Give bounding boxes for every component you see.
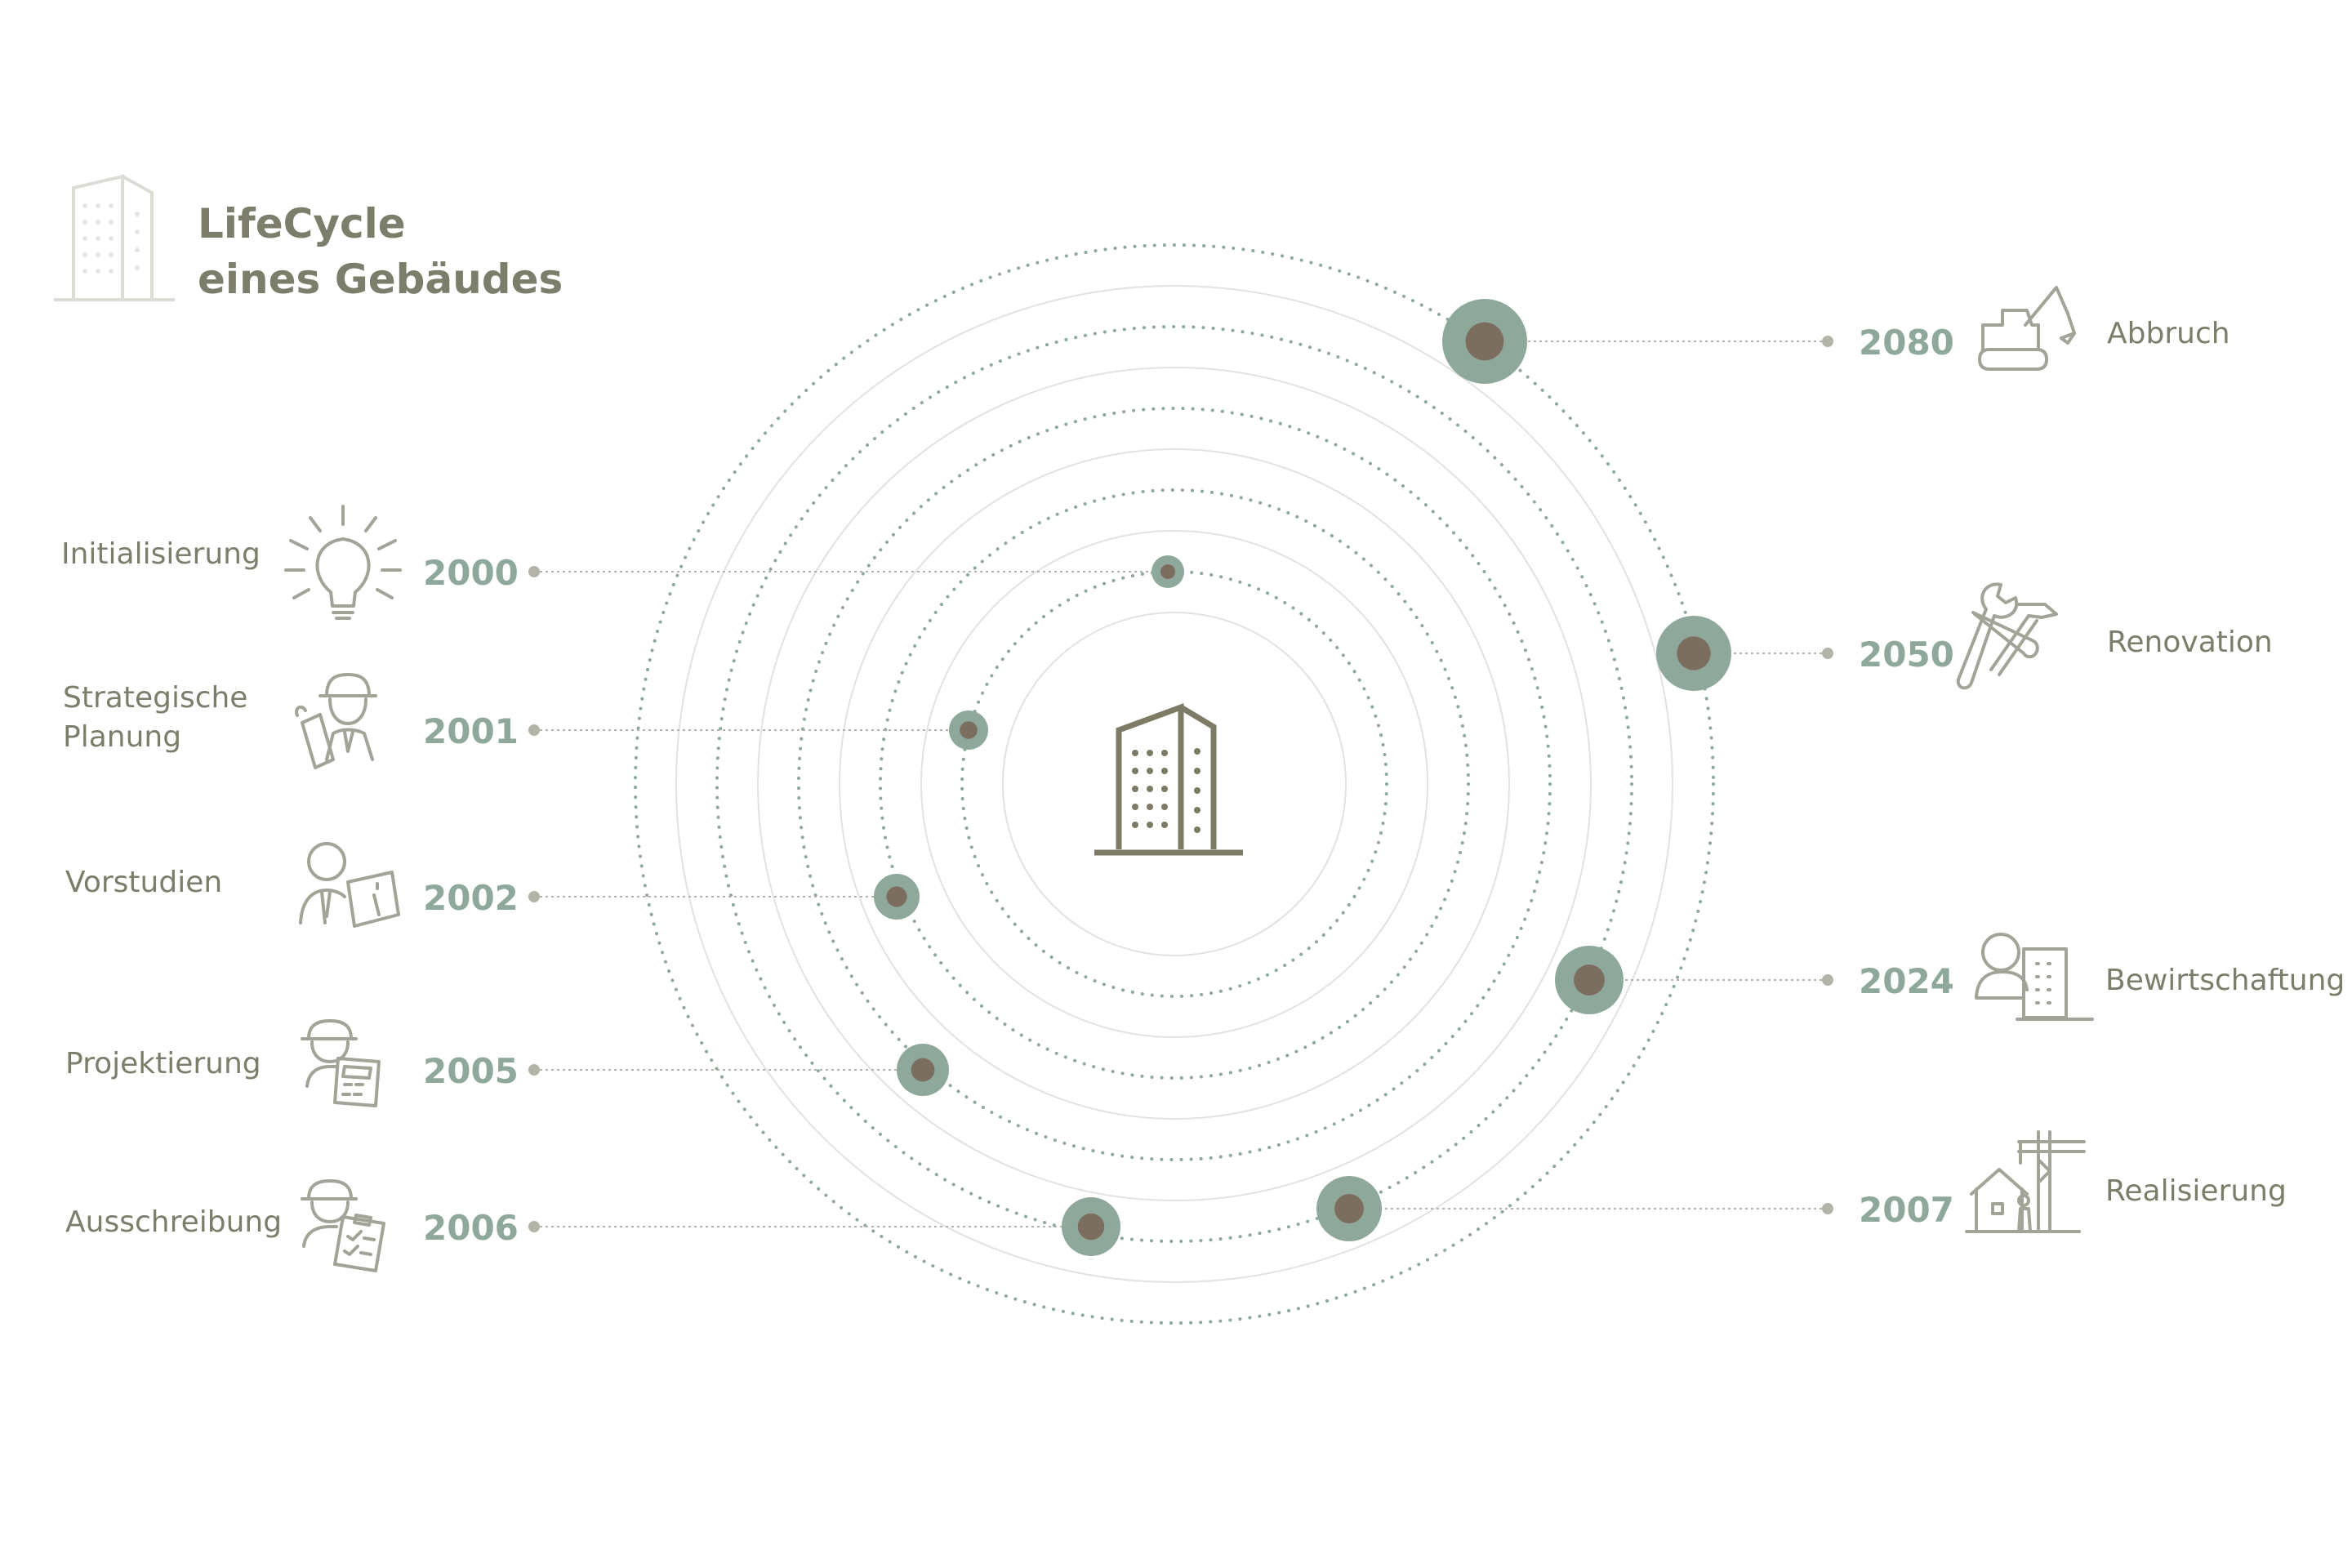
ring-dotted: [797, 407, 1552, 1161]
person-info-document-icon: [299, 842, 400, 928]
phase-year-initialisierung: 2000: [423, 553, 519, 593]
phase-label-strategische-planung-line-1: Strategische: [63, 681, 247, 715]
header-building-icon: [54, 174, 175, 301]
ring-solid: [1002, 612, 1347, 956]
leader-end-dot-abbruch: [1822, 336, 1833, 347]
excavator-icon: [1978, 286, 2076, 371]
wrench-hammer-icon: [1956, 582, 2058, 690]
phase-label-projektierung: Projektierung: [65, 1047, 261, 1080]
phase-marker-core-strategische-planung: [960, 721, 978, 739]
ring-solid: [757, 367, 1592, 1201]
leader-end-dot-initialisierung: [528, 566, 540, 577]
phase-year-bewirtschaftung: 2024: [1859, 961, 1954, 1001]
office-building-icon: [1094, 702, 1243, 856]
ring-solid: [920, 530, 1428, 1038]
phase-marker-core-initialisierung: [1160, 564, 1175, 579]
phase-label-abbruch: Abbruch: [2107, 317, 2230, 350]
phase-year-projektierung: 2005: [423, 1051, 519, 1091]
leader-end-dot-vorstudien: [528, 891, 540, 902]
leader-end-dot-renovation: [1822, 648, 1833, 659]
page-title-line-1: LifeCycle: [198, 200, 406, 247]
engineer-blueprint-icon: [295, 673, 377, 769]
leader-end-dot-strategische-planung: [528, 724, 540, 736]
person-building-icon: [1975, 933, 2094, 1021]
phase-marker-core-realisierung: [1334, 1194, 1364, 1223]
phase-label-realisierung: Realisierung: [2105, 1174, 2287, 1208]
phase-label-initialisierung: Initialisierung: [61, 537, 261, 571]
phase-marker-core-abbruch: [1465, 322, 1504, 361]
phase-year-renovation: 2050: [1859, 635, 1954, 675]
ring-solid: [675, 285, 1673, 1283]
phase-year-abbruch: 2080: [1859, 323, 1954, 363]
leader-end-dot-ausschreibung: [528, 1221, 540, 1232]
phase-label-ausschreibung: Ausschreibung: [65, 1205, 282, 1239]
phase-marker-core-bewirtschaftung: [1574, 964, 1605, 996]
engineer-clipboard-icon: [301, 1179, 385, 1272]
phase-label-renovation: Renovation: [2107, 626, 2273, 659]
phase-year-strategische-planung: 2001: [423, 711, 519, 751]
phase-label-bewirtschaftung: Bewirtschaftung: [2105, 964, 2345, 997]
phase-label-vorstudien: Vorstudien: [65, 866, 222, 899]
leader-end-dot-bewirtschaftung: [1822, 974, 1833, 986]
phase-marker-core-projektierung: [911, 1058, 935, 1082]
lightbulb-icon: [284, 505, 402, 620]
orbit-rings: [634, 243, 1715, 1325]
ring-dotted: [715, 325, 1633, 1243]
ring-solid: [839, 448, 1510, 1120]
engineer-calculator-icon: [301, 1019, 381, 1107]
ring-dotted: [960, 570, 1388, 998]
phase-labels: 2000 Initialisierung 2001 StrategischePlanu…: [61, 317, 2345, 1248]
ring-dotted: [879, 488, 1470, 1080]
leader-lines: [528, 336, 1833, 1232]
phase-year-realisierung: 2007: [1859, 1190, 1954, 1230]
phase-year-vorstudien: 2002: [423, 878, 519, 918]
page-title-line-2: eines Gebäudes: [198, 256, 563, 303]
phase-markers: [874, 299, 1731, 1256]
header: LifeCycle eines Gebäudes: [54, 174, 563, 303]
phase-year-ausschreibung: 2006: [423, 1208, 519, 1248]
phase-label-strategische-planung-line-2: Planung: [63, 720, 181, 754]
leader-end-dot-projektierung: [528, 1064, 540, 1076]
construction-crane-icon: [1965, 1130, 2086, 1233]
leader-end-dot-realisierung: [1822, 1203, 1833, 1214]
phase-marker-core-renovation: [1677, 636, 1711, 670]
phase-marker-core-vorstudien: [886, 886, 907, 907]
phase-marker-core-ausschreibung: [1077, 1213, 1105, 1241]
ring-dotted: [634, 243, 1715, 1325]
